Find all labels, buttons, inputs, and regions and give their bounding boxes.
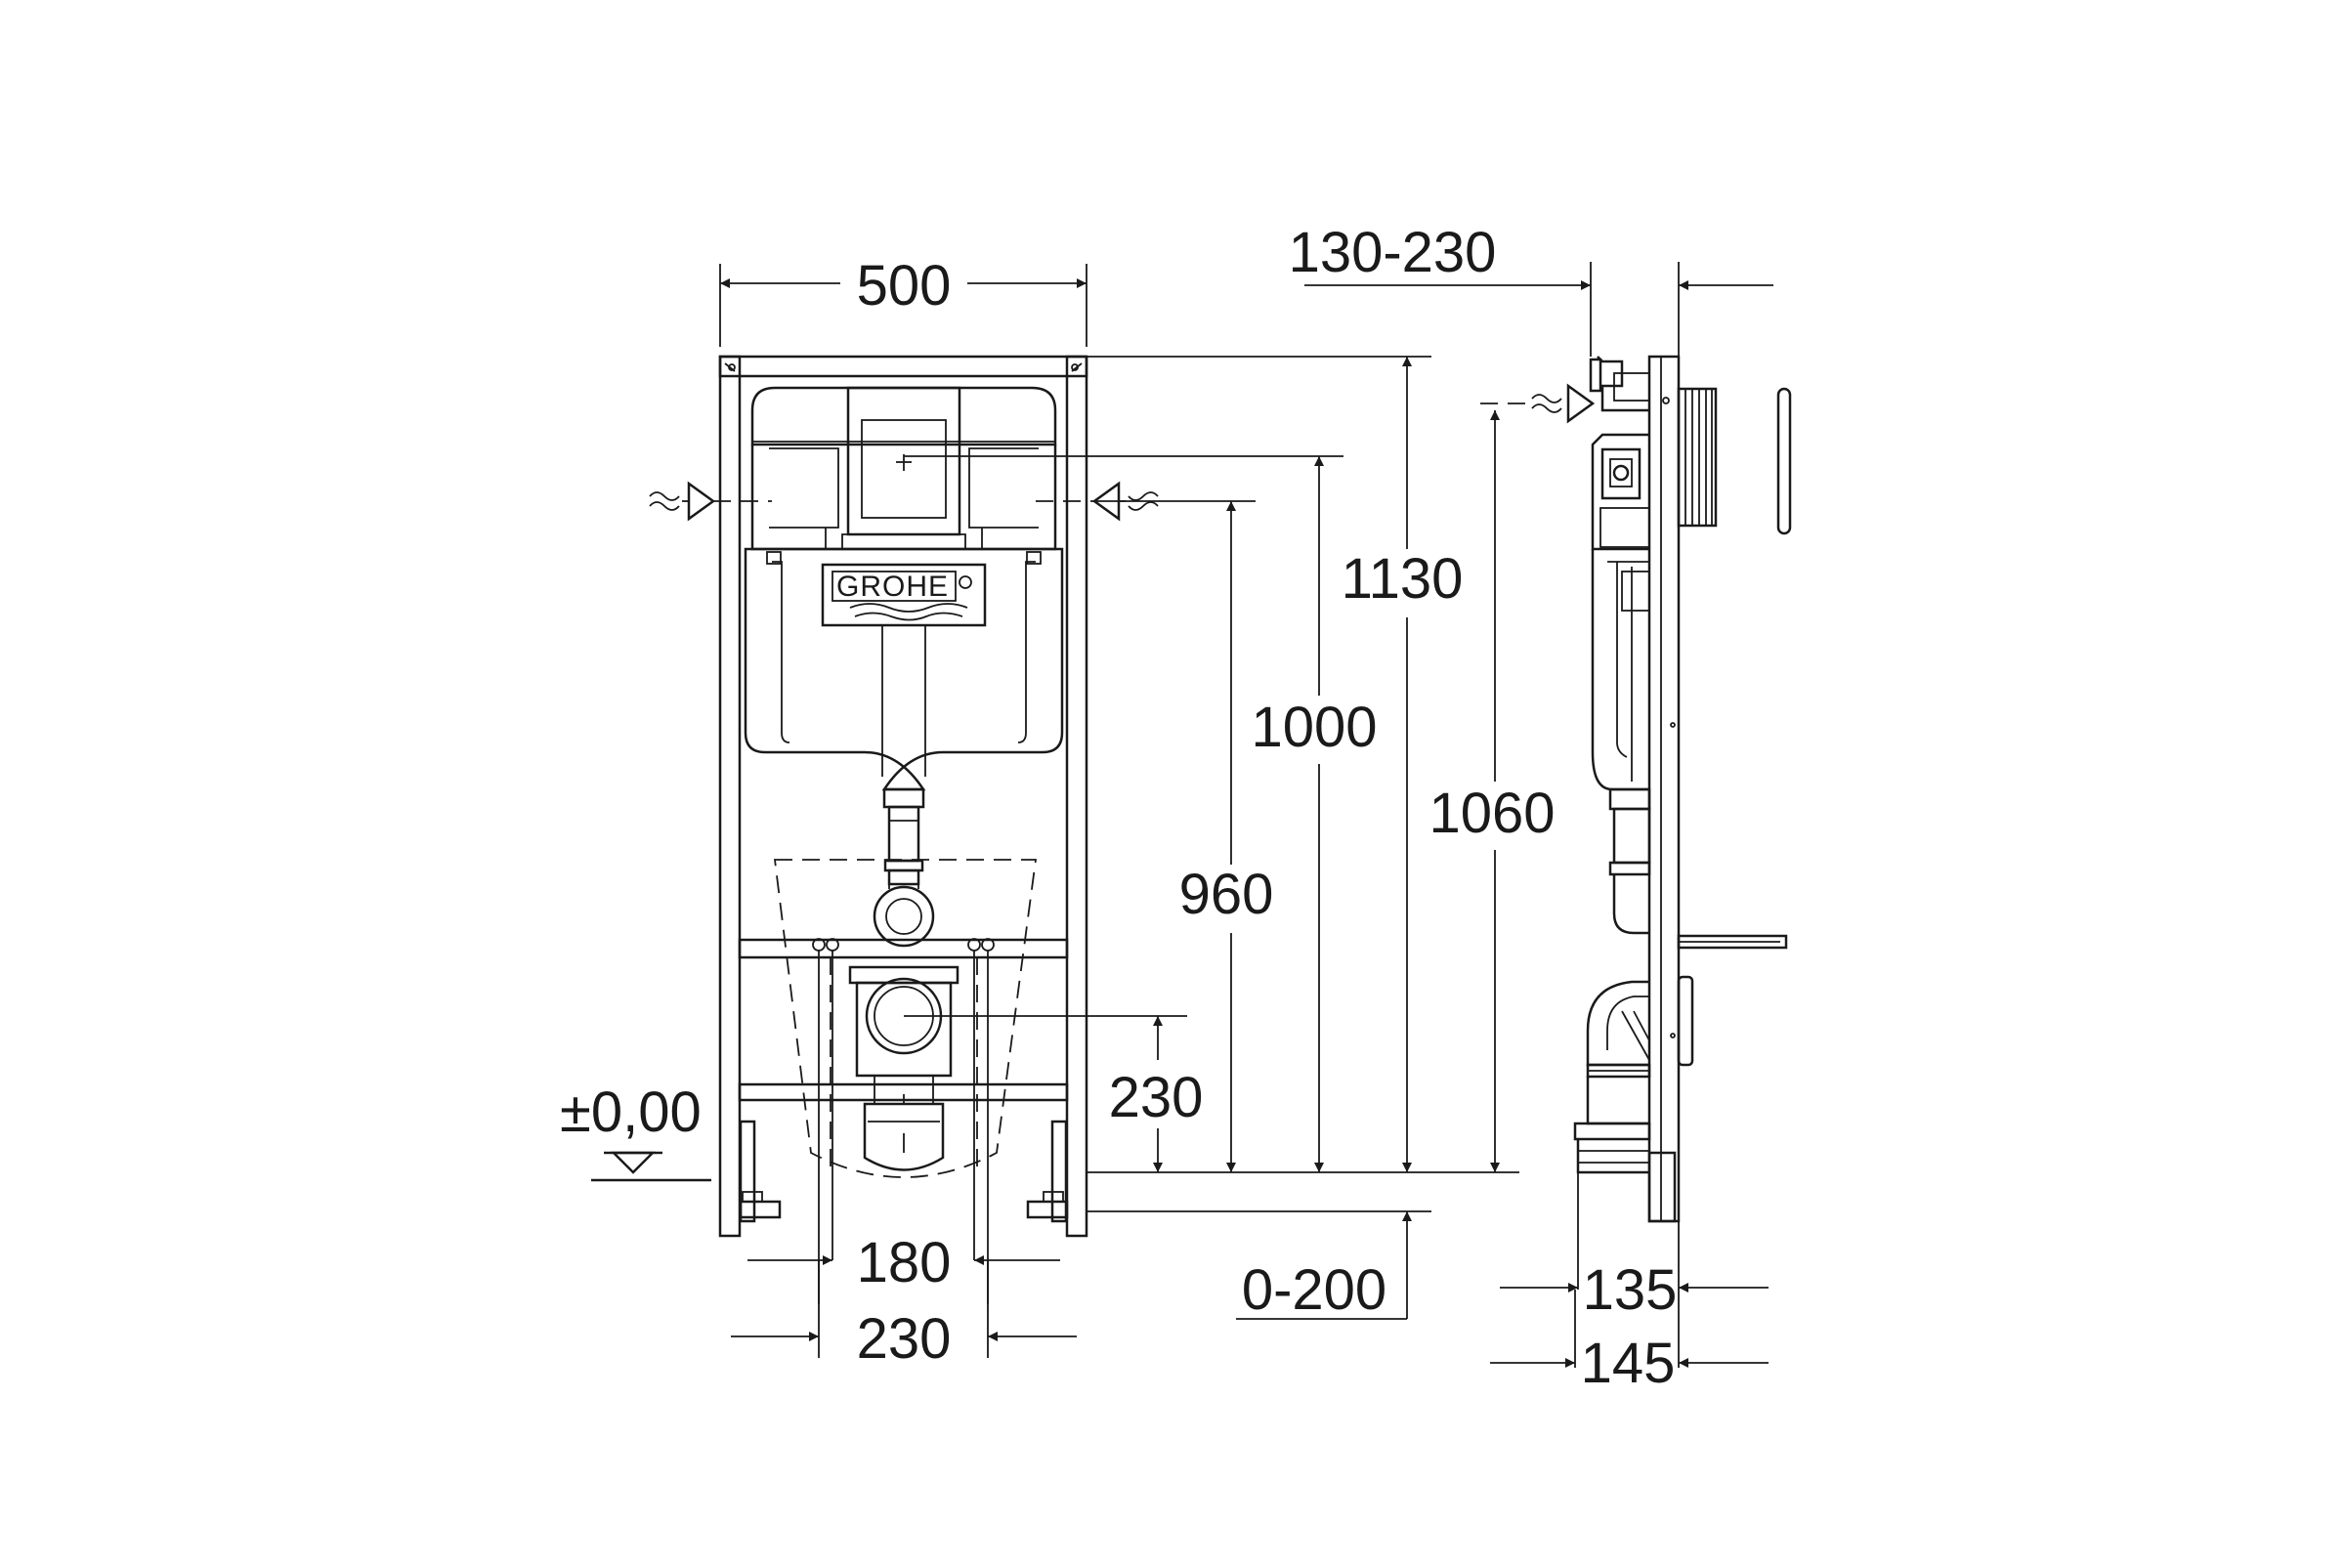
water-supply-left (649, 481, 772, 522)
dim-230-bolts: 230 (731, 1260, 1077, 1371)
side-view: 130-230 1060 135 145 (1289, 221, 1792, 1395)
wc-outline (773, 859, 1038, 1178)
dim-180-label: 180 (857, 1231, 952, 1294)
dim-floor-adjust: 0-200 (1236, 1211, 1412, 1322)
front-view: GROHE (560, 254, 1519, 1371)
legs (739, 1120, 1069, 1223)
dim-230-bolts-label: 230 (857, 1307, 952, 1371)
floor-level-marker: ±0,00 (560, 1081, 711, 1182)
side-frame (1647, 355, 1681, 1223)
dim-floor-adjust-label: 0-200 (1242, 1258, 1386, 1322)
side-actuator (1677, 387, 1792, 535)
side-support-arm (1677, 934, 1788, 1067)
dim-width: 500 (719, 254, 1087, 347)
dim-1060: 1060 (1428, 410, 1556, 1172)
side-top-bracket (1589, 356, 1650, 412)
dim-230-outlet-label: 230 (1109, 1066, 1204, 1129)
dim-960: 960 (1179, 501, 1274, 1172)
side-water-supply (1480, 383, 1596, 424)
flush-pipe (873, 787, 935, 948)
dim-180: 180 (747, 1231, 1060, 1294)
dim-1130: 1130 (1342, 357, 1464, 1172)
floor-level-label: ±0,00 (560, 1081, 702, 1144)
dim-depth-adjust: 130-230 (1289, 221, 1773, 357)
dim-960-label: 960 (1179, 863, 1274, 926)
dim-1000-label: 1000 (1251, 696, 1377, 759)
dim-135: 135 (1500, 1172, 1769, 1368)
wc-bolts (812, 938, 995, 1304)
side-cistern (1591, 433, 1650, 791)
dim-1000: 1000 (1251, 456, 1378, 1172)
dim-1060-label: 1060 (1428, 782, 1555, 845)
dim-1130-label: 1130 (1342, 547, 1464, 611)
dim-230-outlet: 230 (1109, 1016, 1204, 1172)
brand-logo: GROHE (821, 563, 987, 627)
actuator-plate (841, 386, 966, 550)
side-flush-pipe (1608, 787, 1651, 935)
frame (718, 355, 1088, 1238)
brand-logo-text: GROHE (836, 571, 949, 603)
dim-145: 145 (1490, 1290, 1769, 1395)
dim-width-label: 500 (857, 254, 952, 318)
dim-135-label: 135 (1583, 1258, 1678, 1322)
side-drain-bend (1573, 980, 1651, 1174)
drain-outlet (848, 965, 959, 1171)
dim-depth-adjust-label: 130-230 (1289, 221, 1497, 284)
dim-145-label: 145 (1581, 1332, 1676, 1395)
